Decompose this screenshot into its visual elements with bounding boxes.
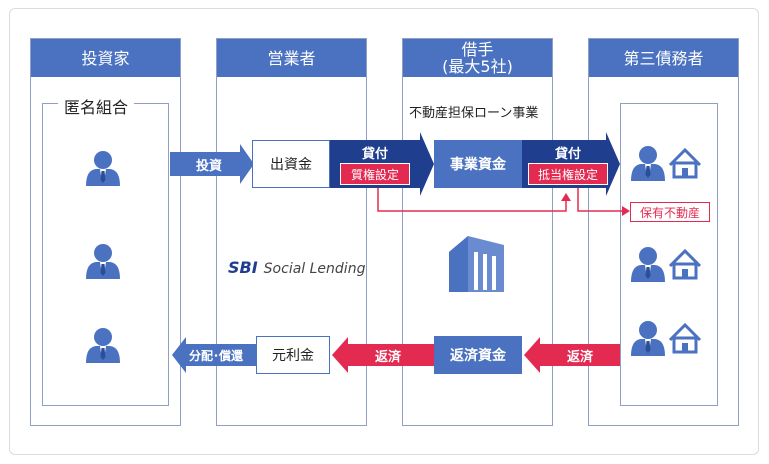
column-header-borrower: 借手 (最大5社) — [403, 39, 552, 77]
building-icon — [449, 236, 504, 292]
capital-box: 出資金 — [252, 140, 330, 188]
person-icon — [631, 146, 665, 181]
house-icon — [668, 323, 702, 354]
distribution-arrow — [172, 337, 256, 373]
business-fund-box: 事業資金 — [434, 140, 522, 188]
pledge-tag: 質権設定 — [340, 163, 410, 185]
person-icon — [86, 244, 120, 279]
repayment-label-2: 返済 — [566, 349, 593, 365]
person-icon — [86, 328, 120, 363]
repayment-fund-box: 返済資金 — [434, 336, 522, 374]
third-party-box — [620, 103, 718, 406]
mortgage-connector — [577, 188, 626, 212]
invest-label: 投資 — [195, 158, 222, 174]
loan-label-2: 貸付 — [554, 146, 581, 162]
mortgage-tag: 抵当権設定 — [528, 163, 608, 185]
sbi-brand: SBI — [228, 258, 258, 277]
loan-label-1: 貸付 — [361, 146, 388, 162]
column-header-operator: 営業者 — [217, 39, 366, 77]
repayment-arrow-2 — [524, 337, 620, 373]
owned-property-tag: 保有不動産 — [630, 202, 710, 222]
principal-interest-box: 元利金 — [256, 336, 330, 374]
pledge-connector — [377, 188, 567, 212]
sbi-logo: SBI Social Lending — [228, 258, 365, 277]
house-icon — [668, 148, 702, 179]
business-label: 不動産担保ローン事業 — [409, 106, 539, 121]
person-icon — [631, 247, 665, 282]
column-header-third-party: 第三債務者 — [589, 39, 738, 77]
repayment-arrow-1 — [332, 337, 434, 373]
invest-arrow — [170, 144, 254, 184]
column-header-investor: 投資家 — [31, 39, 180, 77]
distribution-label: 分配･償還 — [188, 348, 243, 363]
anonymous-group-label: 匿名組合 — [58, 94, 135, 118]
person-icon — [631, 321, 665, 356]
sbi-service: Social Lending — [263, 261, 366, 277]
house-icon — [668, 249, 702, 280]
repayment-label-1: 返済 — [374, 349, 401, 365]
person-icon — [86, 151, 120, 186]
